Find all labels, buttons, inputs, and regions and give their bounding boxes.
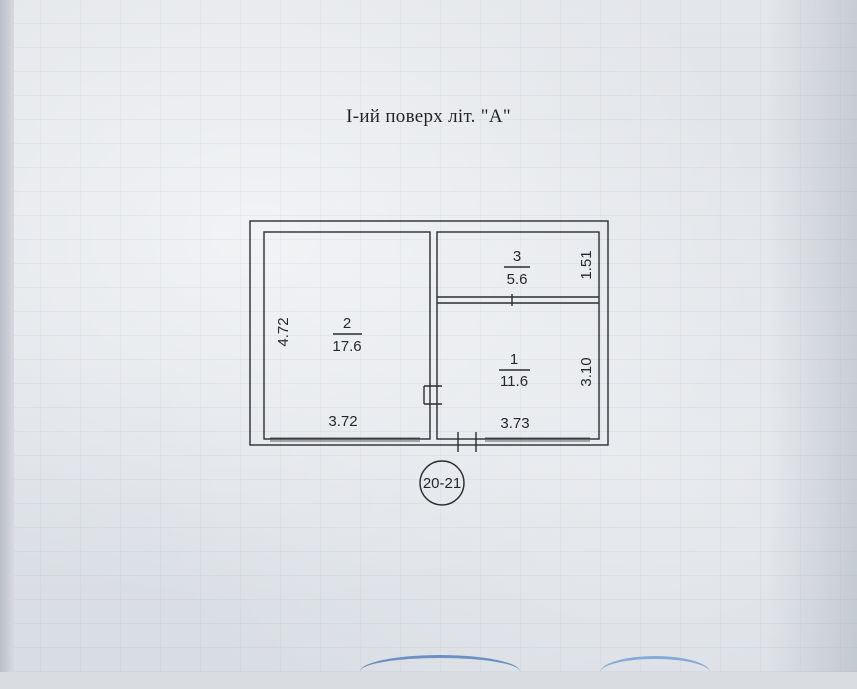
address-marker-label: 20-21 (423, 475, 461, 492)
stamp-fragment-2 (600, 656, 710, 689)
room-2-area: 17.6 (332, 338, 361, 355)
floor-plan: 2 17.6 4.72 3.72 3 5.6 1.51 1 11.6 3.10 … (249, 220, 609, 506)
floor-plan-title: I-ий поверх літ. "А" (346, 106, 511, 127)
background-grid (0, 0, 857, 672)
room-2-number: 2 (343, 315, 351, 332)
room-2-width-dim: 3.72 (328, 413, 357, 430)
room-3-height-dim: 1.51 (578, 250, 595, 279)
room-3-area: 5.6 (507, 271, 528, 288)
room-1-height-dim: 3.10 (578, 357, 595, 386)
page-edge (0, 0, 14, 672)
room-1-width-dim: 3.73 (500, 415, 529, 432)
address-marker-circle (419, 460, 465, 506)
outer-wall-outer (249, 220, 609, 446)
room-2-height-dim: 4.72 (275, 317, 292, 346)
paper-sheet (0, 0, 857, 672)
page-shadow (767, 0, 857, 672)
room-2-outline (263, 231, 431, 440)
room-1-3-outline (436, 231, 600, 440)
room-3-number: 3 (513, 248, 521, 265)
room-1-number: 1 (510, 351, 518, 368)
stamp-fragment (360, 655, 520, 688)
room-1-area: 11.6 (500, 373, 528, 390)
